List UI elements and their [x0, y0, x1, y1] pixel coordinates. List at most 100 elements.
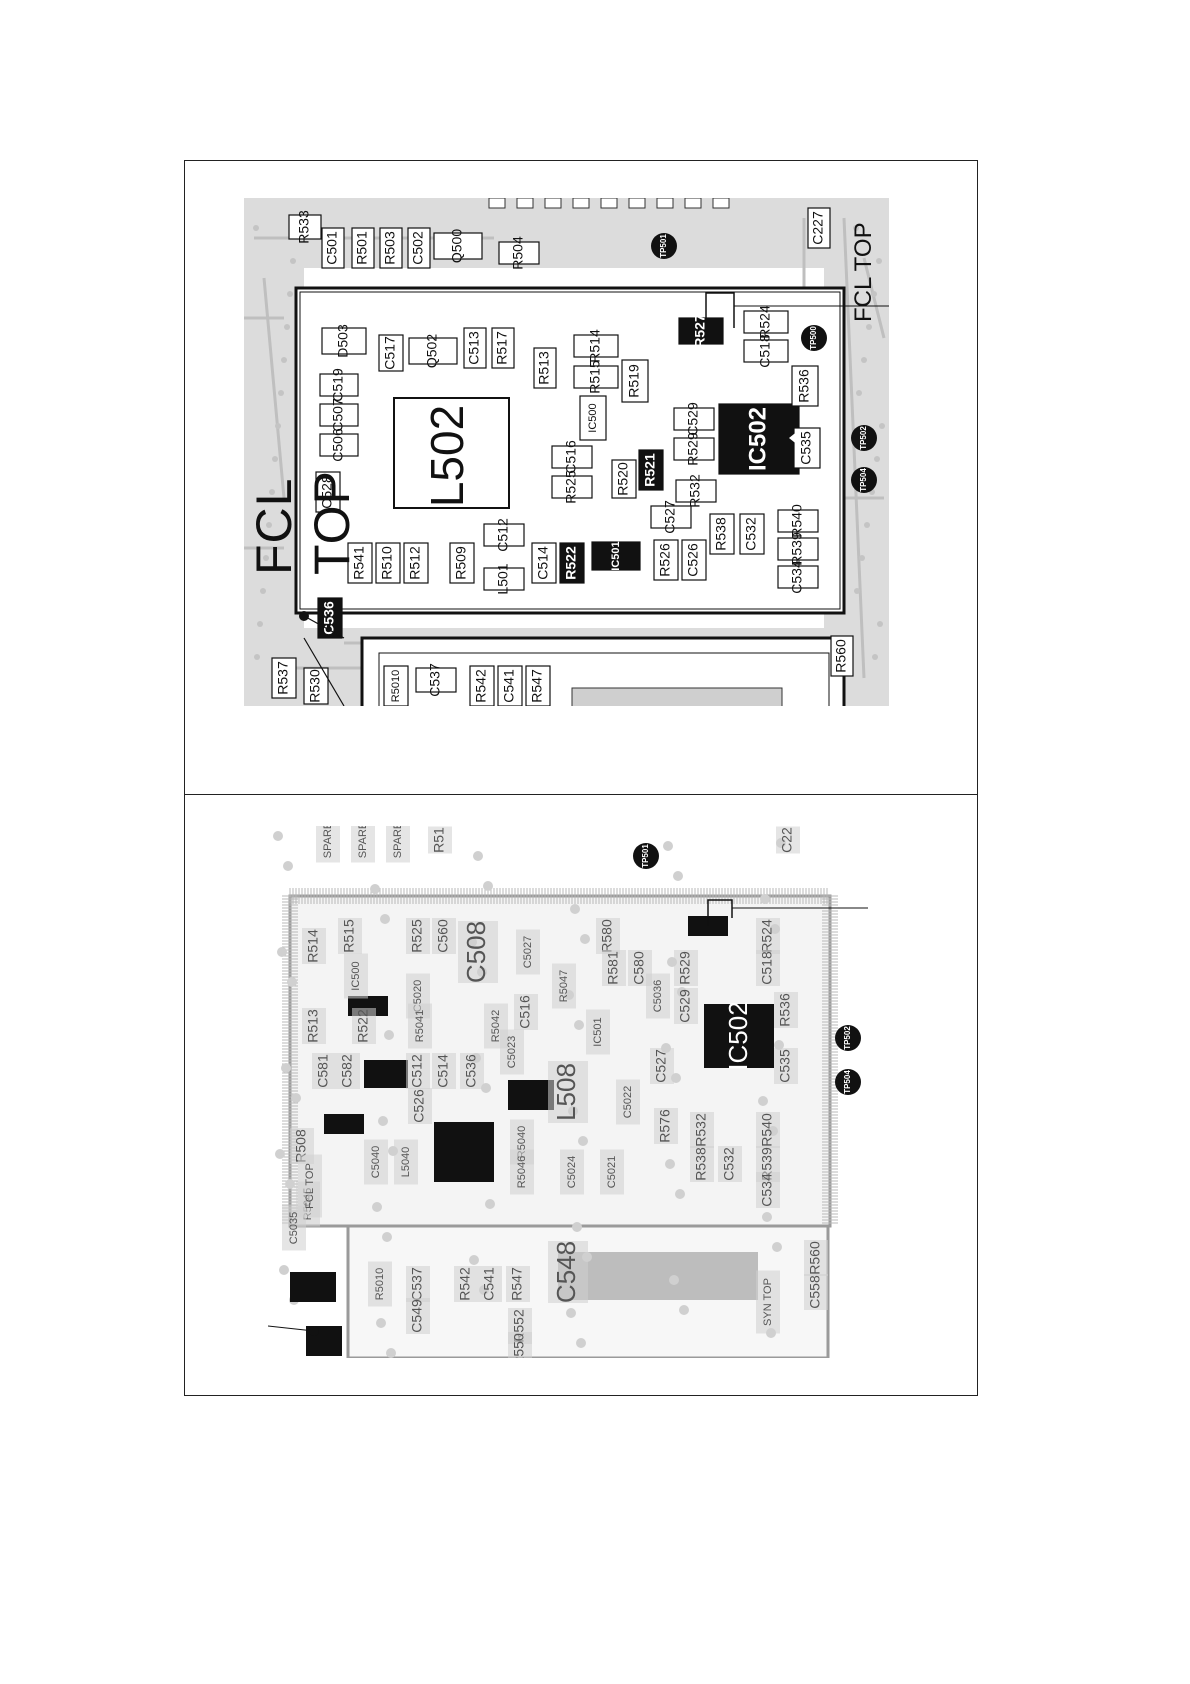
- bottom-pad-c5022: [616, 1079, 640, 1125]
- bottom-via: [283, 861, 293, 871]
- bottom-pad-r5046: [510, 1149, 534, 1195]
- component-c528: [315, 471, 341, 513]
- r527-jumper: [705, 292, 735, 328]
- top-via: [859, 555, 865, 561]
- bottom-via: [372, 1202, 382, 1212]
- bottom-via: [291, 1093, 301, 1103]
- component-c227: [807, 207, 831, 249]
- bottom-label-ic500: IC500: [350, 961, 362, 990]
- component-label-r504: R504: [510, 236, 526, 270]
- top-via: [269, 489, 275, 495]
- top-trace: [262, 277, 286, 499]
- connector-pin: [684, 198, 702, 209]
- component-label-c528: C528: [319, 475, 335, 509]
- top-trace: [862, 257, 886, 339]
- bottom-label-ic501: IC501: [592, 1017, 604, 1046]
- bottom-via: [772, 1242, 782, 1252]
- component-label-r560: R560: [833, 639, 849, 673]
- bottom-test-point-tp504: [835, 1069, 861, 1095]
- l502-body: [393, 397, 510, 509]
- component-label-r530: R530: [307, 669, 323, 703]
- component-r519: [621, 359, 649, 403]
- bottom-via: [279, 1265, 289, 1275]
- bottom-label-r576: R576: [657, 1109, 673, 1143]
- bottom-via: [760, 894, 770, 904]
- bottom-jumper: [707, 899, 733, 926]
- bottom-label-c535: C535: [777, 1049, 793, 1083]
- bottom-label-r5042: R5042: [490, 1010, 502, 1042]
- bottom-via: [665, 1159, 675, 1169]
- component-c501: [321, 227, 345, 269]
- component-label-c526: C526: [685, 543, 701, 577]
- component-label-r536: R536: [796, 369, 812, 403]
- top-via: [877, 621, 883, 627]
- component-c512: [483, 523, 525, 547]
- bottom-label-c529: C529: [677, 989, 693, 1023]
- component-label-q500: Q500: [449, 229, 465, 263]
- leader-line: [303, 637, 345, 706]
- component-r5010: [383, 665, 409, 706]
- ic502-pin1-notch: [789, 430, 799, 446]
- top-via: [854, 588, 860, 594]
- top-via: [872, 654, 878, 660]
- component-q502: [408, 337, 458, 365]
- component-label-c517: C517: [382, 336, 398, 370]
- component-r532: [675, 479, 717, 503]
- bottom-via: [378, 1116, 388, 1126]
- test-point-tp500: [801, 325, 827, 351]
- component-label-r503: R503: [382, 231, 398, 265]
- bottom-pad-c5024: [560, 1149, 584, 1195]
- c548-body: [558, 1252, 758, 1300]
- component-r512: [403, 542, 429, 584]
- component-r517: [491, 327, 515, 369]
- top-via: [856, 390, 862, 396]
- bottom-pad-c560: [432, 918, 456, 954]
- bottom-pad-c516: [514, 994, 538, 1030]
- bottom-label-r524: R524: [759, 919, 775, 953]
- top-via: [253, 225, 259, 231]
- component-label-r525: R525: [563, 470, 579, 504]
- top-via: [254, 654, 260, 660]
- bottom-test-point-tp501: [633, 843, 659, 869]
- bottom-label-c5040: C5040: [370, 1146, 382, 1178]
- component-label-ic502: IC502: [744, 407, 771, 471]
- bottom-label-r581: R581: [605, 951, 621, 985]
- test-point-label-tp501: TP501: [659, 234, 668, 258]
- component-r539: [777, 537, 819, 561]
- top-via: [281, 357, 287, 363]
- component-label-r5010: R5010: [390, 670, 402, 702]
- component-label-r540: R540: [789, 504, 805, 538]
- bottom-pad-c534: [756, 1172, 780, 1208]
- component-r509: [449, 542, 475, 584]
- bottom-label-c5023: C5023: [506, 1036, 518, 1068]
- bottom-pad-r5010: [368, 1261, 392, 1307]
- top-panel-side-label: FCL TOP: [850, 212, 884, 322]
- bottom-label-r5041: R5041: [414, 1010, 426, 1042]
- bottom-label-c560: C560: [435, 919, 451, 953]
- connector-pin: [544, 198, 562, 209]
- bottom-via: [574, 1020, 584, 1030]
- top-trace: [842, 217, 866, 679]
- bottom-label-ic502: IC502: [723, 1001, 753, 1070]
- component-r510: [375, 542, 401, 584]
- bottom-via: [580, 934, 590, 944]
- component-label-c512: C512: [495, 518, 511, 552]
- bottom-pad-spare: [351, 826, 375, 863]
- component-r536: [791, 365, 819, 407]
- top-via: [861, 357, 867, 363]
- test-point-label-tp502: TP502: [859, 426, 868, 450]
- component-label-r520: R520: [615, 462, 631, 496]
- bottom-pad-r5047: [552, 963, 576, 1009]
- bottom-label-r542: R542: [457, 1267, 473, 1301]
- component-label-r515: R515: [587, 360, 603, 394]
- bottom-pad-r525: [406, 918, 430, 954]
- component-c518: [743, 339, 789, 363]
- component-label-c537: C537: [427, 663, 443, 697]
- bottom-pad-r576: [654, 1108, 678, 1144]
- top-via: [260, 588, 266, 594]
- syn-part: [571, 687, 783, 706]
- component-d503: [321, 327, 367, 355]
- bottom-label-c541: C541: [481, 1267, 497, 1301]
- component-r538: [709, 513, 735, 555]
